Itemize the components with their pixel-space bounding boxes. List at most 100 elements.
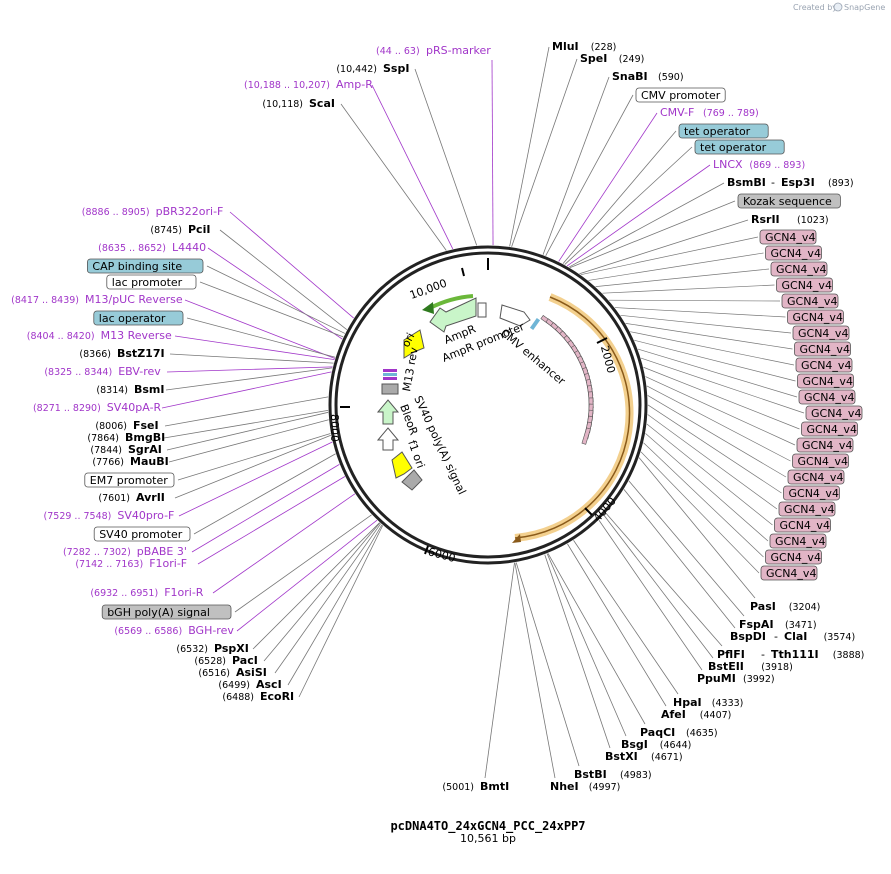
- leader-line: [484, 562, 515, 779]
- gcn4-box: [792, 325, 850, 341]
- label-position: (7142 .. 7163): [75, 559, 143, 570]
- right-label-cmv-f: CMV-F(769 .. 789): [660, 106, 759, 119]
- label-position: (4671): [651, 752, 683, 763]
- leader-line: [212, 493, 356, 594]
- m13-primer-mark: [383, 369, 397, 372]
- feature-box: [93, 526, 191, 542]
- right-label-lncx: LNCX(869 .. 893): [713, 158, 805, 171]
- leader-line: [646, 385, 791, 462]
- gcn4-arrowhead-icon: [512, 534, 521, 543]
- label-position: (4997): [589, 782, 621, 793]
- label-position: (228): [591, 42, 617, 53]
- leader-line: [184, 299, 336, 359]
- label-position: (8404 .. 8420): [27, 331, 95, 342]
- leader-line: [608, 299, 781, 302]
- leader-line: [614, 307, 786, 318]
- label-name: BsmBI: [727, 176, 766, 189]
- snapgene-credit: Created by SnapGene: [793, 2, 885, 12]
- leader-line: [580, 236, 759, 276]
- feature-label-m13-rev: M13 rev: [400, 346, 421, 393]
- em7-promoter-arrow: [376, 427, 400, 451]
- gcn4-box: [787, 309, 844, 325]
- left-label-paci: PacI(6528): [194, 654, 257, 667]
- label-position: (3574): [824, 632, 856, 643]
- label-position: (6532): [176, 644, 208, 655]
- leader-line: [164, 396, 329, 427]
- bgh-polya-box: [401, 469, 423, 491]
- gcn4-box-label: GCN4_v4: [804, 391, 854, 404]
- right-label-hpai: HpaI(4333): [673, 696, 743, 709]
- leader-line: [637, 348, 798, 398]
- gcn4-repeat-label: GCN4_v4: [787, 309, 844, 325]
- label-position: (8271 .. 8290): [33, 403, 101, 414]
- label-name: MluI: [552, 40, 579, 53]
- label-position: (8325 .. 8344): [44, 367, 112, 378]
- leader-line: [252, 522, 380, 650]
- gcn4-box: [781, 293, 839, 309]
- ampr-outer-arrowhead-icon: [422, 302, 434, 314]
- label-name: BstEII: [708, 660, 744, 673]
- feature-box-label: lac operator: [99, 312, 166, 325]
- leader-line: [178, 441, 333, 517]
- leader-line: [197, 476, 346, 565]
- left-label-asci: AscI(6499): [218, 678, 281, 691]
- leader-line: [643, 366, 800, 430]
- leader-line: [199, 281, 344, 338]
- gcn4-box-label: GCN4_v4: [793, 471, 843, 484]
- gcn4-repeat-label: GCN4_v4: [765, 245, 822, 261]
- gcn4-box: [798, 389, 856, 405]
- label-name-2: Tth111I: [771, 648, 819, 661]
- gcn4-box-label: GCN4_v4: [798, 327, 848, 340]
- leader-line: [623, 489, 736, 629]
- label-position: (6528): [194, 656, 226, 667]
- leader-line: [193, 453, 336, 535]
- gcn4-repeat-label: GCN4_v4: [805, 405, 863, 421]
- left-label-f1ori-f: F1ori-F(7142 .. 7163): [75, 557, 187, 570]
- leader-line: [640, 357, 805, 414]
- label-name: ScaI: [309, 97, 335, 110]
- gcn4-box-label: GCN4_v4: [807, 423, 857, 436]
- left-label-cap-binding-site: CAP binding site: [87, 258, 204, 274]
- label-dash: -: [761, 648, 765, 661]
- label-position: (8745): [150, 225, 182, 236]
- leader-line: [588, 252, 764, 281]
- left-label-sspi: SspI(10,442): [336, 62, 409, 75]
- right-label-afei: AfeI(4407): [661, 708, 731, 721]
- leader-line: [340, 103, 447, 251]
- left-label-pspxi: PspXI(6532): [176, 642, 248, 655]
- gcn4-labels: GCN4_v4GCN4_v4GCN4_v4GCN4_v4GCN4_v4GCN4_…: [759, 229, 863, 581]
- feature-box-label: bGH poly(A) signal: [107, 606, 210, 619]
- gcn4-box: [797, 373, 854, 389]
- gcn4-inner-box: [581, 427, 591, 445]
- label-position: (7844): [90, 445, 122, 456]
- right-label-bstbi: BstBI(4983): [574, 768, 652, 781]
- label-name: SV40pro-F: [117, 509, 174, 522]
- top-primer-pos: (44 .. 63): [376, 46, 420, 57]
- gcn4-box-label: GCN4_v4: [780, 519, 830, 532]
- label-name: BstXI: [605, 750, 638, 763]
- gcn4-repeat-label: GCN4_v4: [765, 549, 822, 565]
- right-label-tet-operator: tet operator: [678, 123, 769, 139]
- top-primer-label: (44 .. 63) pRS-marker: [376, 44, 491, 57]
- label-position: (249): [619, 54, 645, 65]
- leader-line: [545, 94, 634, 256]
- left-label-l4440: L4440(8635 .. 8652): [98, 241, 206, 254]
- feature-box: [84, 472, 175, 488]
- leader-line: [219, 229, 348, 330]
- left-label-pbabe-3-: pBABE 3'(7282 .. 7302): [63, 545, 187, 558]
- leader-line: [558, 112, 658, 262]
- left-label-lac-operator: lac operator: [93, 310, 184, 326]
- label-name: AsiSI: [236, 666, 267, 679]
- gcn4-box: [787, 469, 845, 485]
- label-position: (4407): [700, 710, 732, 721]
- left-label-sgrai: SgrAI(7844): [90, 443, 161, 456]
- feature-box-label: CMV promoter: [641, 89, 721, 102]
- leader-line: [515, 562, 580, 767]
- gcn4-repeat-label: GCN4_v4: [797, 373, 854, 389]
- tick-label-8000: 8000: [328, 414, 341, 442]
- right-label-snabi: SnaBI(590): [612, 70, 684, 83]
- feature-box-label: lac promoter: [112, 276, 183, 289]
- label-position: (8366): [79, 349, 111, 360]
- left-label-fsei: FseI(8006): [95, 419, 158, 432]
- gcn4-box-label: GCN4_v4: [787, 295, 837, 308]
